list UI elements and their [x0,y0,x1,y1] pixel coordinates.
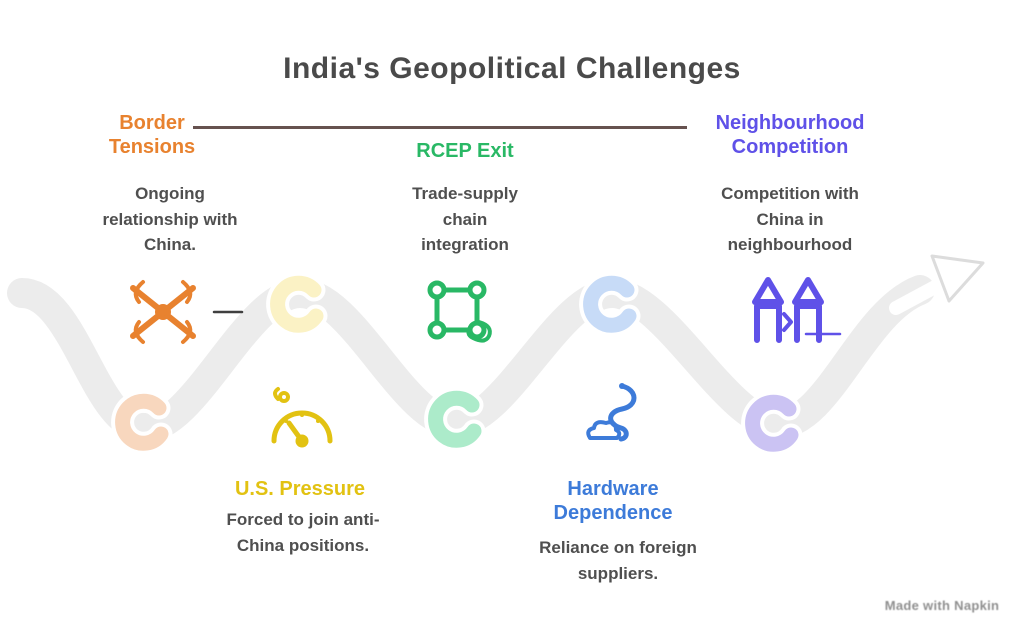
rival-figures-icon [752,277,824,343]
trade-network-icon [427,280,492,343]
supply-squiggle-icon [586,383,637,442]
road-bend-border [111,389,173,455]
top-connector-line [193,126,687,129]
milestone-label-rcep-exit: RCEP Exit [416,140,514,162]
brand-watermark: Made with Napkin [884,598,1000,613]
milestone-label-neighbourhood-competition: Neighbourhood Competition [715,112,865,158]
milestone-desc-rcep-exit: Trade-supply chain integration [412,184,518,254]
road-path [7,275,935,443]
pressure-gauge-icon [271,387,333,448]
milestone-desc-hardware-dependence: Reliance on foreign suppliers. [539,538,697,583]
milestone-label-border-tensions: Border Tensions [108,112,196,158]
arrow-icon [889,254,985,315]
road-bend-us-pressure [266,271,328,337]
crossed-swords-icon [130,280,196,344]
milestone-desc-border-tensions: Ongoing relationship with China. [102,184,238,254]
page-title: India's Geopolitical Challenges [283,52,741,85]
milestone-desc-us-pressure: Forced to join anti-China positions. [226,510,380,555]
milestone-label-us-pressure: U.S. Pressure [234,478,366,500]
milestone-desc-neighbourhood-competition: Competition with China in neighbourhood [721,184,859,254]
milestone-label-hardware-dependence: Hardware Dependence [553,478,673,524]
road-bend-hardware [579,271,641,337]
road-bend-rcep [424,386,486,452]
road-bend-neighbourhood [741,390,803,456]
